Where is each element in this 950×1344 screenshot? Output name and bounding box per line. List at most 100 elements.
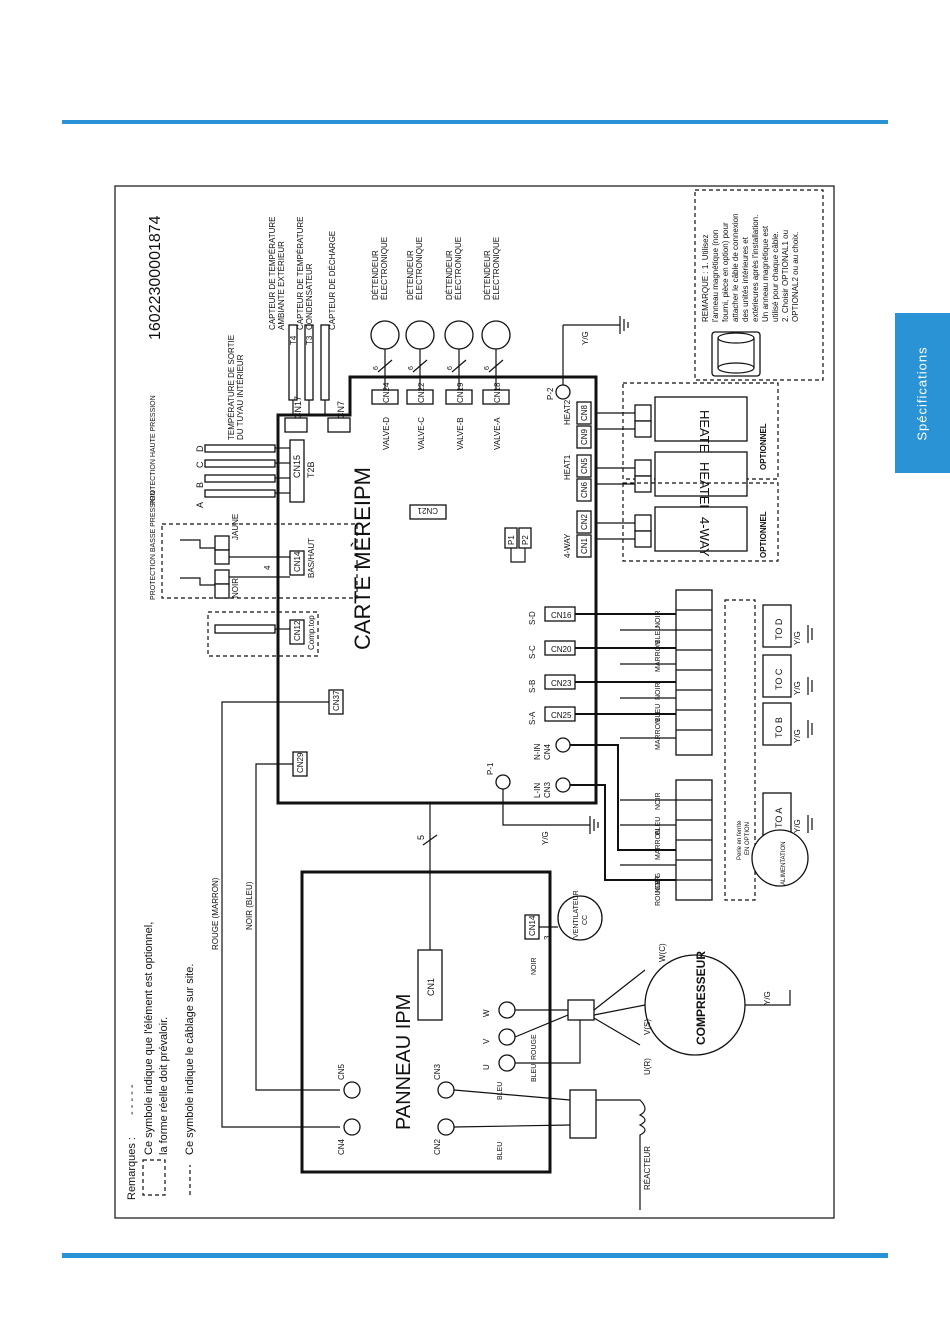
cn37-label: CN37 [332, 690, 341, 711]
power-supply [751, 829, 809, 887]
heat2-label: HEAT2 [563, 399, 572, 425]
svg-text:extérieures après l'installati: extérieures après l'installation. [751, 215, 760, 322]
remarks-title: Remarques : [126, 1137, 138, 1200]
part-number: 16022300001874 [147, 215, 164, 340]
compressor-ur: U(R) [643, 1058, 652, 1075]
ferrite-optional-box [724, 599, 756, 901]
cn23-label: CN23 [551, 679, 572, 688]
wire-bleu-power: BLEU [655, 817, 662, 835]
wire-bleu-cn2: BLEU [497, 1142, 504, 1160]
ipm-cn1-connector [417, 949, 443, 1021]
cn15-label: CN15 [292, 455, 302, 478]
p-1-label: P-1 [486, 762, 495, 775]
cn9-label: CN9 [580, 428, 589, 445]
valve-c-pins: 6 [408, 366, 415, 370]
pipe-sensor-title-2: DU TUYAU INTÉRIEUR [236, 354, 245, 440]
cn8-label: CN8 [580, 404, 589, 421]
cn7-connector [327, 417, 351, 433]
reactor-core [569, 1089, 597, 1139]
cn7-label: CN7 [336, 401, 346, 419]
ipm-cn1-label: CN1 [426, 978, 436, 996]
l-in-label: L-IN [533, 783, 542, 798]
s-connectors [544, 606, 676, 722]
note-text: REMARQUE : 1. Utilisez l'anneau magnétiq… [701, 213, 800, 322]
sensor-t4-tag: T4 [289, 335, 298, 345]
compressor-yg: Y/G [763, 991, 772, 1005]
svg-text:fourni, pièce en option) pour: fourni, pièce en option) pour [721, 222, 730, 322]
sensor-t4-label-2: AMBIANTE EXTÉRIEUR [277, 241, 286, 330]
n-in-terminal [555, 737, 571, 753]
reactor-label: RÉACTEUR [643, 1146, 652, 1190]
valve-a-title-2: ÉLECTRONIQUE [492, 237, 501, 300]
valve-b-title-1: DÉTENDEUR [445, 250, 454, 300]
noir-bleu-label: NOIR (BLEU) [245, 881, 254, 930]
wire-noir-d: NOIR [655, 611, 662, 629]
wire-bleu-b: BLEU [655, 704, 662, 722]
svg-text:2. Choisir OPTIONAL1 ou: 2. Choisir OPTIONAL1 ou [781, 230, 790, 322]
valve-b-name: VALVE-B [456, 417, 465, 450]
footer-rule [62, 1253, 888, 1258]
cn19-label: CN19 [456, 382, 465, 403]
ground-icon-middle [589, 816, 599, 834]
cn16-label: CN16 [551, 611, 572, 620]
optional-symbol [142, 1159, 166, 1196]
wire-marron-a: MARRON [655, 719, 662, 750]
ferrite-label-1: Perle en ferrite [737, 820, 743, 860]
compressor-wc: W(C) [658, 943, 667, 962]
wire-noir-power-2: NOIR [655, 876, 662, 894]
cn21-connector [409, 504, 447, 520]
yg-b: Y/G [793, 729, 802, 743]
relay-icons [596, 404, 652, 548]
header-rule [62, 120, 888, 124]
ground-icons-right [807, 625, 813, 833]
fourway-valve [654, 506, 748, 552]
sensor-t4-label-1: CAPTEUR DE TEMPÉRATURE [268, 217, 277, 331]
cn29-label: CN29 [296, 752, 305, 773]
ipm-cn3-label: CN3 [433, 1063, 442, 1080]
cn21-label: CN21 [417, 506, 438, 515]
svg-text:l'anneau magnétique (non: l'anneau magnétique (non [711, 230, 720, 322]
pipe-sensors [204, 444, 290, 498]
heat1-label: HEAT1 [563, 454, 572, 480]
pipe-sensor-d: D [195, 445, 205, 452]
to-c-box [762, 654, 792, 698]
wire-bleu-u: BLEU [531, 1064, 538, 1082]
dc-fan [557, 895, 603, 941]
high-pressure-label: PROTECTION HAUTE PRESSION [150, 395, 157, 505]
heater1-label: HEATER1 [697, 462, 712, 521]
p2-connector-label: P2 [521, 535, 530, 545]
cn14-ipm-label: CN14 [528, 915, 537, 936]
cn22-label: CN22 [417, 382, 426, 403]
compressor-vs: V(S) [643, 1019, 652, 1035]
to-c-label: TO C [774, 668, 784, 690]
cn17-connector [284, 417, 308, 433]
cn2-label: CN2 [580, 513, 589, 530]
pressure-protection-box [161, 523, 358, 599]
five-wire-count: 5 [416, 835, 426, 840]
remarks-optional-2: la forme réelle doit prévaloir. [158, 1017, 170, 1155]
rouge-marron-label: ROUGE (MARRON) [211, 877, 220, 950]
s-a-label: S-A [528, 711, 537, 725]
yg-d: Y/G [793, 631, 802, 645]
section-tab[interactable]: Spécifications [895, 313, 950, 473]
wire-yg-power: Y/G [655, 873, 662, 885]
pipe-sensor-title-1: TEMPÉRATURE DE SORTIE [227, 335, 236, 440]
sensor-probes [288, 324, 330, 415]
main-board-label: CARTE MÈREIPM [350, 467, 375, 650]
ipm-board-label: PANNEAU IPM [393, 994, 415, 1130]
p1-label: P1 [507, 535, 516, 545]
bas-haut-label: BAS/HAUT [307, 538, 316, 578]
yg-label-middle: Y/G [541, 831, 550, 845]
valve-c-name: VALVE-C [417, 417, 426, 450]
noir-pressure-label: NOIR [231, 578, 240, 598]
fourway-optional-box [622, 482, 779, 562]
svg-text:utilisé pour chaque câble.: utilisé pour chaque câble. [771, 231, 780, 322]
valve-a-pins: 6 [484, 366, 491, 370]
ferrite-label-2: EN OPTION [745, 822, 751, 855]
electronic-valves [370, 320, 511, 405]
s-b-label: S-B [528, 680, 537, 693]
cn25-label: CN25 [551, 711, 572, 720]
note-box [694, 189, 824, 381]
diagram-frame [114, 185, 835, 1219]
